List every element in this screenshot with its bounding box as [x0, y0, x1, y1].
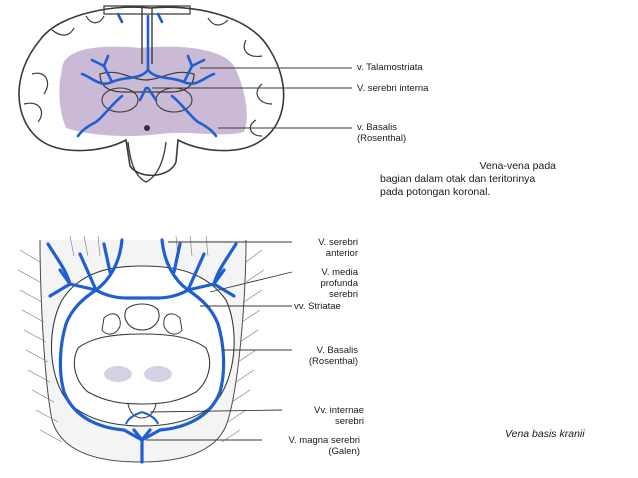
label-media-profunda-line1: V. media: [321, 267, 358, 278]
top-caption-line1: Vena-vena pada: [479, 160, 556, 172]
label-serebri-anterior-line1: V. serebri: [318, 237, 358, 248]
cranial-base-veins: [46, 238, 238, 464]
label-basalis-bottom-line2: (Rosenthal): [308, 356, 358, 367]
label-serebri-anterior-line2: anterior: [325, 248, 358, 259]
bottom-caption: Vena basis kranii: [505, 428, 585, 440]
label-media-profunda-line3: serebri: [328, 289, 358, 300]
cranial-base-diagram: [17, 235, 265, 464]
label-basalis-bottom-line1: V. Basalis: [316, 345, 358, 356]
label-basalis-top-line2: (Rosenthal): [357, 133, 407, 144]
label-magna-line2: (Galen): [328, 446, 360, 457]
coronal-veins: [76, 12, 218, 138]
label-serebri-anterior: V. serebri anterior: [290, 237, 358, 259]
label-basalis-bottom: V. Basalis (Rosenthal): [290, 345, 358, 367]
label-basalis-top: v. Basalis (Rosenthal): [357, 122, 406, 144]
label-internae-line1: Vv. internae: [314, 405, 364, 416]
brain-outline: [18, 6, 285, 177]
label-basalis-top-line1: v. Basalis: [357, 122, 397, 133]
label-media-profunda-line2: profunda: [320, 278, 358, 289]
bottom-leader-lines: [146, 241, 293, 441]
label-magna-line1: V. magna serebri: [288, 435, 360, 446]
top-caption-line2: bagian dalam otak dan teritorinya: [380, 173, 536, 185]
label-talamostriata: v. Talamostriata: [357, 62, 423, 73]
label-magna: V. magna serebri (Galen): [262, 435, 360, 457]
top-caption-line3: pada potongan koronal.: [380, 186, 491, 198]
label-striatae: vv. Striatae: [294, 301, 341, 312]
top-leader-lines: [152, 67, 352, 129]
label-media-profunda: V. media profunda serebri: [290, 267, 358, 300]
top-caption: Vena-vena pada bagian dalam otak dan ter…: [380, 160, 556, 199]
label-internae: Vv. internae serebri: [282, 405, 364, 427]
venous-territory-shading: [59, 46, 247, 136]
label-internae-line2: serebri: [334, 416, 364, 427]
label-serebri-interna: V. serebri interna: [357, 83, 429, 94]
